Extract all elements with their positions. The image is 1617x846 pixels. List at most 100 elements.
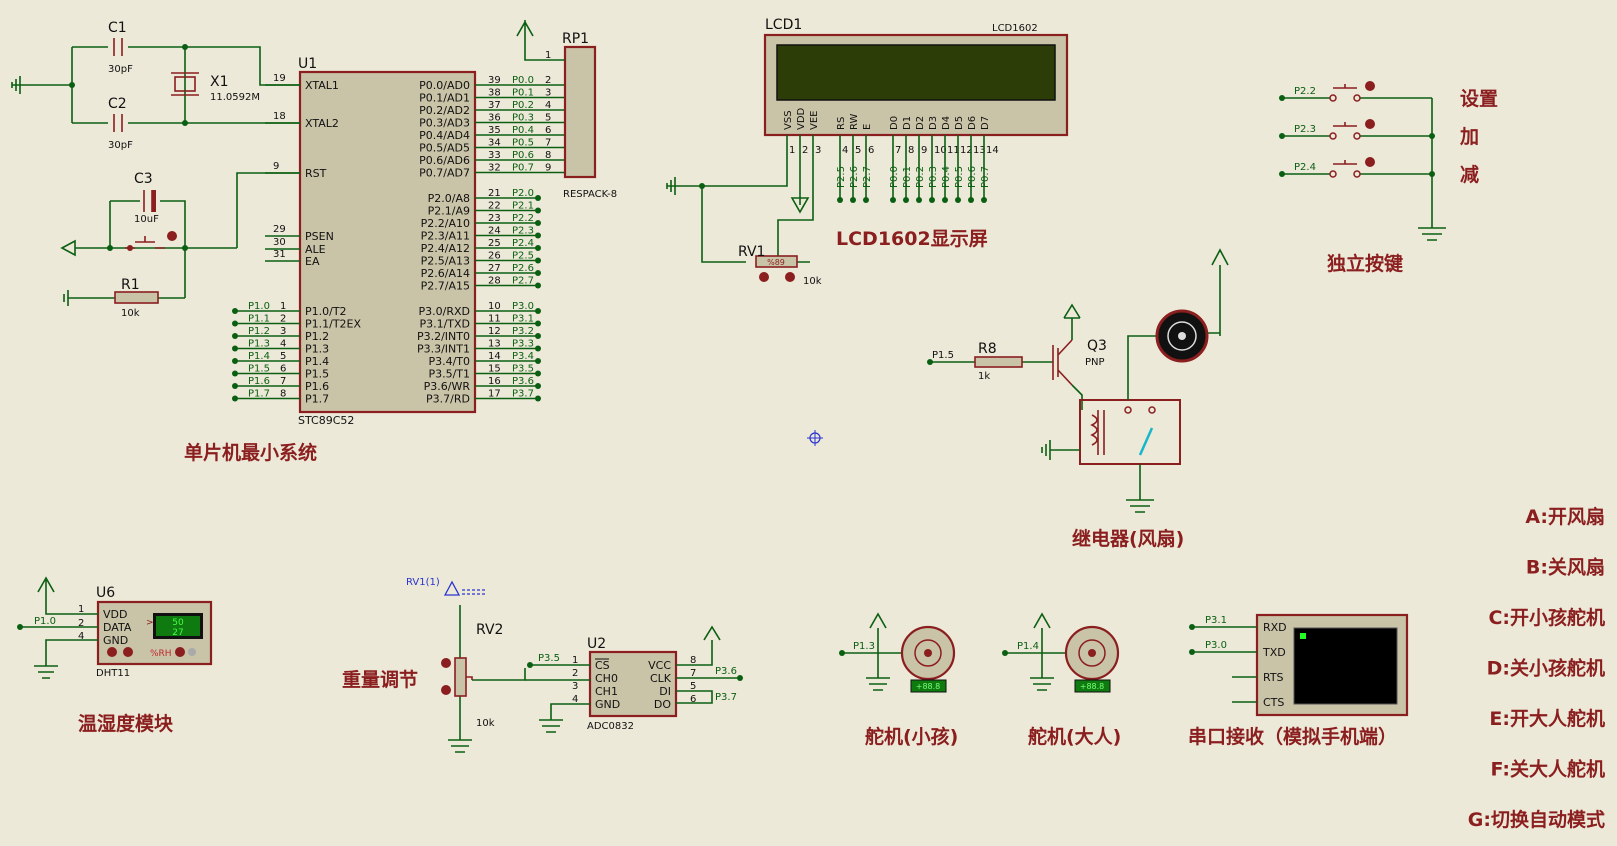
mcu-pin-label: P2.2/A10	[421, 217, 470, 230]
mcu-caption: 单片机最小系统	[184, 441, 317, 464]
mcu-pin-label: P1.1/T2EX	[305, 318, 362, 331]
lcd-pin-num: 6	[868, 145, 874, 156]
mcu-net-label: P3.5	[512, 364, 534, 375]
mcu-pin-label: P0.5/AD5	[419, 142, 470, 155]
mcu-pin-label: P0.3/AD3	[419, 117, 470, 130]
lcd-pin-num: 2	[802, 145, 808, 156]
rp1-pin-num: 8	[545, 150, 551, 161]
mcu-net-label: P1.0	[248, 301, 270, 312]
command-list: A:开风扇B:关风扇C:开小孩舵机D:关小孩舵机E:开大人舵机F:关大人舵机G:…	[1468, 505, 1605, 831]
keys-caption: 独立按键	[1327, 252, 1403, 275]
servo-child[interactable]: P1.3 +88.8	[839, 612, 956, 693]
servo-adult-caption: 舵机(大人)	[1028, 725, 1121, 748]
mcu-pin-num: 37	[488, 100, 501, 111]
mcu-pin-num: 24	[488, 226, 501, 237]
adc-net-cs: P3.5	[538, 653, 560, 664]
mcu-net-label: P2.6	[512, 263, 534, 274]
mcu-pin-num: 11	[488, 314, 501, 325]
dht-display-top: 50	[172, 618, 184, 628]
lcd-pin-num: 10	[934, 145, 947, 156]
mcu-pin-num: 35	[488, 125, 501, 136]
mcu-pin-num: 6	[280, 364, 286, 375]
servo-adult-readout: +88.8	[1080, 682, 1105, 691]
mcu-pin-num: 39	[488, 75, 501, 86]
reset-circuit: C3 10uF R1 10k	[60, 171, 300, 319]
weight-caption: 重量调节	[342, 669, 418, 691]
mcu-pin-label: RST	[305, 167, 327, 180]
lcd-pin-label: D1	[902, 116, 913, 130]
adc-pin-label: CH0	[595, 672, 618, 685]
mcu-pin-num: 13	[488, 339, 501, 350]
adc-pin-num: 5	[690, 681, 696, 692]
lcd-pin-num: 12	[960, 145, 973, 156]
lcd-pin-label: D5	[954, 116, 965, 130]
adc-pin-label: DI	[659, 685, 671, 698]
virtual-terminal[interactable]: P3.1 P3.0 RXD TXD RTS CTS	[1189, 613, 1409, 717]
mcu-pin-num: 23	[488, 213, 501, 224]
command-item: B:关风扇	[1526, 556, 1605, 579]
mcu-net-label: P1.7	[248, 389, 270, 400]
weight-pot[interactable]: RV1(1) RV2 10k	[406, 577, 526, 753]
mcu-net-label: P2.4	[512, 238, 534, 249]
mcu-pin-num: 8	[280, 389, 286, 400]
c1-value: 30pF	[108, 64, 133, 75]
mcu-pin-label: P0.7/AD7	[419, 167, 470, 180]
r1-value: 10k	[121, 308, 140, 319]
mcu-net-label: P2.2	[512, 213, 534, 224]
dht-part: DHT11	[96, 668, 130, 679]
svg-text:4: 4	[78, 631, 84, 642]
dht-unit: %RH	[150, 649, 172, 659]
r8-ref: R8	[978, 341, 997, 357]
crosshair-icon	[807, 430, 823, 446]
adc-pin-label: CLK	[650, 672, 672, 685]
c3-ref: C3	[134, 171, 153, 187]
mcu-pin-label: P2.5/A13	[421, 255, 470, 268]
lcd1602[interactable]: LCD1 LCD1602 VSS1VDD2VEE3RS4RW5E6D07D18D…	[763, 17, 1069, 203]
mcu-pin-num: 5	[280, 351, 286, 362]
mcu-pin-num: 18	[273, 111, 286, 122]
dht11-module[interactable]: 50 27 > %RH U6 DHT11 VDD DATA GND 1 2 4 …	[17, 576, 213, 679]
mcu-pin-num: 33	[488, 150, 501, 161]
mcu-pin-num: 4	[280, 339, 286, 350]
mcu-pin-num: 30	[273, 237, 286, 248]
mcu-pin-label: P1.3	[305, 343, 329, 356]
mcu-pin-num: 19	[273, 73, 286, 84]
adc-pin-num: 1	[572, 655, 578, 666]
mcu-pin-num: 29	[273, 224, 286, 235]
mcu-pin-num: 3	[280, 326, 286, 337]
mcu-pin-label: XTAL1	[305, 79, 339, 92]
mcu-pin-label: P2.1/A9	[428, 205, 470, 218]
mcu-pin-label: P1.4	[305, 355, 329, 368]
adc-pin-num: 3	[572, 681, 578, 692]
key-net-label: P2.3	[1294, 124, 1316, 135]
mcu-pin-label: P3.0/RXD	[419, 305, 470, 318]
lcd-pin-num: 8	[908, 145, 914, 156]
mcu-net-label: P2.0	[512, 188, 534, 199]
rv2-ref: RV2	[476, 622, 503, 638]
mcu-ref: U1	[298, 56, 317, 72]
mcu-pin-num: 2	[280, 314, 286, 325]
terminal-net-rxd: P3.1	[1205, 615, 1227, 626]
servo-adult[interactable]: P1.4 +88.8	[1002, 612, 1120, 693]
mcu-pin-label: P2.6/A14	[421, 267, 470, 280]
relay-fan[interactable]: R8 1k P1.5 Q3 PNP	[927, 248, 1229, 513]
lcd-pin-num: 3	[815, 145, 821, 156]
mcu-pin-label: P0.0/AD0	[419, 79, 470, 92]
lcd-pin-num: 9	[921, 145, 927, 156]
mcu-pin-label: P3.5/T1	[428, 368, 470, 381]
lcd-net-label: P0.0	[889, 166, 900, 188]
svg-text:RTS: RTS	[1263, 671, 1284, 684]
mcu-pin-label: ALE	[305, 243, 326, 256]
mcu-net-label: P1.1	[248, 314, 270, 325]
mcu-u1[interactable]: U1 STC89C52 19XTAL118XTAL29RST29PSEN30AL…	[232, 56, 565, 427]
adc-pin-num: 2	[572, 668, 578, 679]
adc-net-clk: P3.6	[715, 666, 737, 677]
mcu-net-label: P1.3	[248, 339, 270, 350]
command-item: F:关大人舵机	[1490, 758, 1605, 781]
mcu-net-label: P1.5	[248, 364, 270, 375]
servo-adult-net: P1.4	[1017, 641, 1039, 652]
terminal-cursor	[1300, 633, 1306, 639]
